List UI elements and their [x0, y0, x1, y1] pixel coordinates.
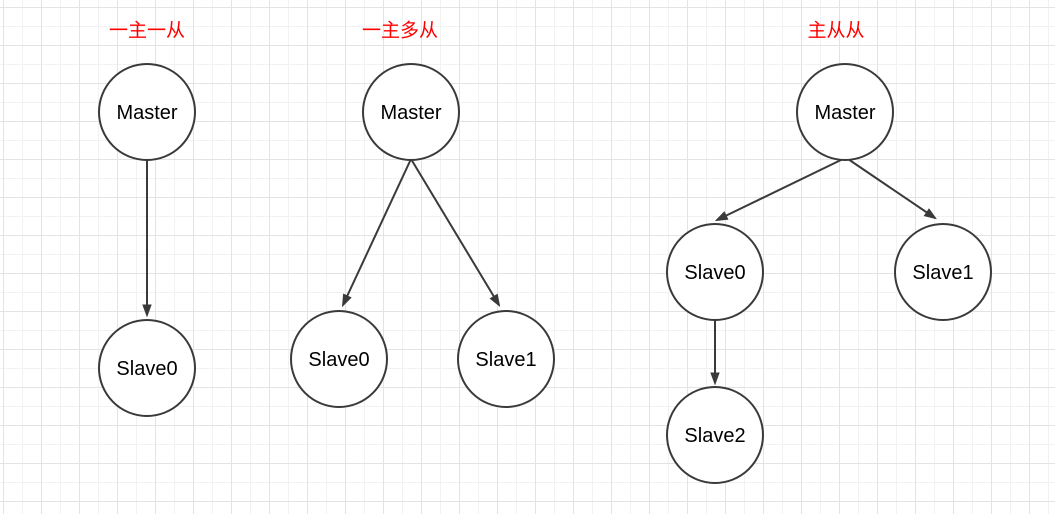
- d3-slave0-node: Slave0: [666, 223, 764, 321]
- diagram-one-master-one-slave: 一主一从 Master Slave0: [98, 20, 196, 417]
- diagram1-title: 一主一从: [109, 20, 185, 42]
- d2-slave1-circle: [457, 310, 555, 408]
- d2-slave0-label: Slave0: [308, 349, 369, 371]
- d2-slave0-node: Slave0: [290, 310, 388, 408]
- diagram2-title: 一主多从: [362, 20, 438, 42]
- d3-arrow-master-to-slave1: [847, 158, 935, 218]
- d1-master-circle: [98, 63, 196, 161]
- d1-master-node: Master: [98, 63, 196, 161]
- d3-master-circle: [796, 63, 894, 161]
- diagram-one-master-many-slaves: 一主多从 Master Slave0 Slave1: [290, 20, 555, 408]
- d3-slave0-circle: [666, 223, 764, 321]
- d1-slave0-node: Slave0: [98, 319, 196, 417]
- d3-arrow-master-to-slave0: [717, 158, 844, 220]
- d3-slave2-circle: [666, 386, 764, 484]
- d2-master-label: Master: [380, 102, 441, 124]
- d1-slave0-label: Slave0: [116, 358, 177, 380]
- d2-master-circle: [362, 63, 460, 161]
- d3-master-label: Master: [814, 102, 875, 124]
- d2-master-node: Master: [362, 63, 460, 161]
- d3-slave2-node: Slave2: [666, 386, 764, 484]
- d2-slave0-circle: [290, 310, 388, 408]
- d3-master-node: Master: [796, 63, 894, 161]
- d3-slave1-node: Slave1: [894, 223, 992, 321]
- diagram3-title: 主从从: [807, 20, 864, 42]
- d2-slave1-node: Slave1: [457, 310, 555, 408]
- d2-slave1-label: Slave1: [475, 349, 536, 371]
- d3-slave0-label: Slave0: [684, 262, 745, 284]
- d3-slave1-label: Slave1: [912, 262, 973, 284]
- d2-arrow-master-to-slave0: [343, 158, 412, 305]
- d3-slave1-circle: [894, 223, 992, 321]
- d3-slave2-label: Slave2: [684, 425, 745, 447]
- diagram-master-slave-slave: 主从从 Master Slave0 Slave1 Slave2: [666, 20, 992, 484]
- d1-master-label: Master: [116, 102, 177, 124]
- d2-arrow-master-to-slave1: [410, 158, 499, 305]
- d1-slave0-circle: [98, 319, 196, 417]
